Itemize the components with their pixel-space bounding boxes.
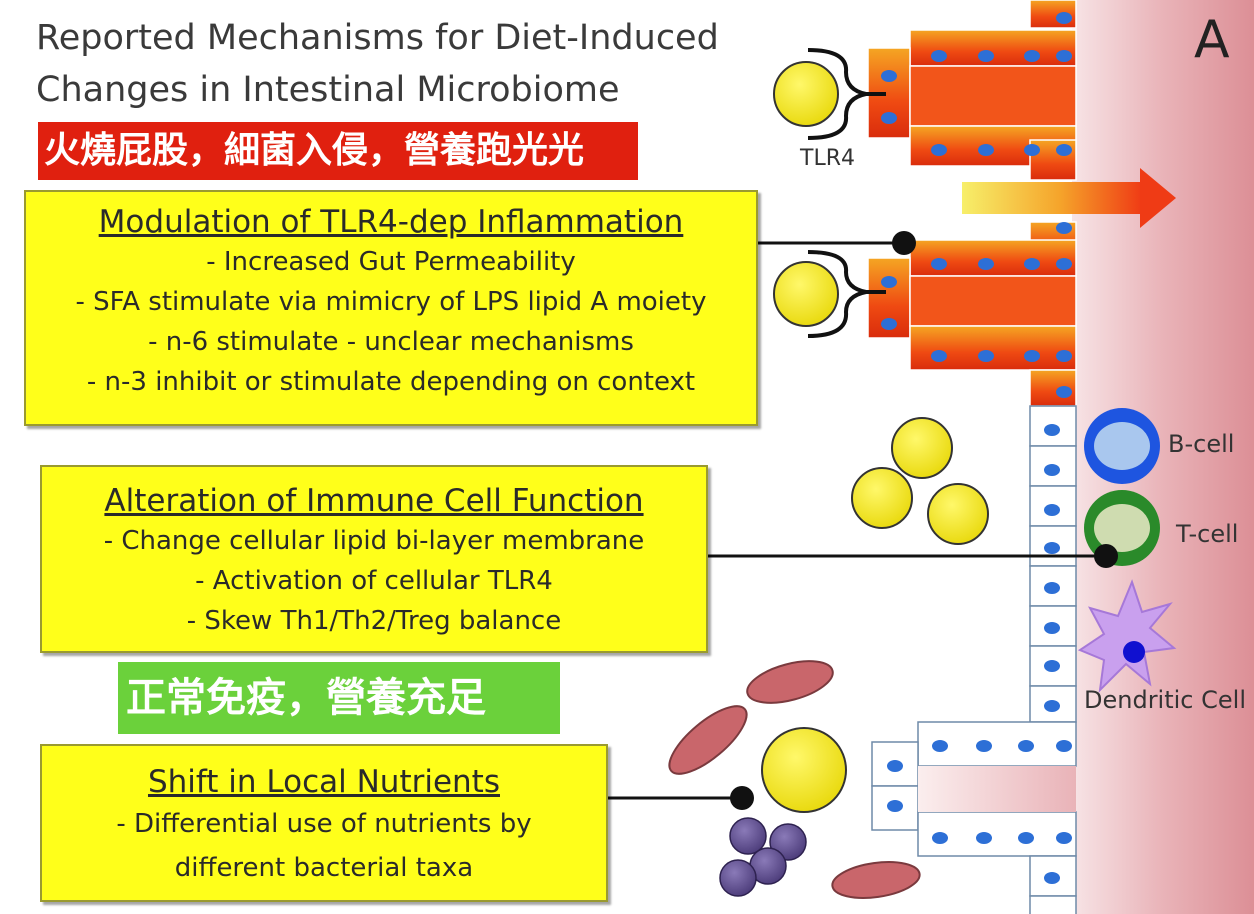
tlr4-receptor-upper: [773, 48, 886, 140]
box-line: - Increased Gut Permeability: [206, 247, 576, 277]
box-line: - n-3 inhibit or stimulate depending on …: [86, 367, 696, 397]
box-line: - n-6 stimulate - unclear mechanisms: [148, 327, 634, 357]
purple-bacteria-cluster: [719, 817, 807, 897]
yellow-bacterium: [761, 727, 847, 813]
inflamed-epithelium-upper: [867, 0, 1077, 181]
figure-title: Reported Mechanisms for Diet-Induced Cha…: [36, 18, 719, 110]
green-annotation-banner: 正常免疫，營養充足: [118, 662, 560, 734]
tlr4-inflammation-box: Modulation of TLR4-dep Inflammation - In…: [24, 190, 758, 426]
box-line: - SFA stimulate via mimicry of LPS lipid…: [75, 287, 707, 317]
box-line: - Change cellular lipid bi-layer membran…: [103, 526, 645, 556]
connector-lines: [608, 241, 1106, 800]
t-cell-label: T-cell: [1176, 520, 1239, 548]
box-line: - Differential use of nutrients by: [116, 809, 532, 839]
rod-bacteria: [668, 660, 921, 899]
b-cell-label: B-cell: [1168, 430, 1235, 458]
box-heading: Modulation of TLR4-dep Inflammation: [98, 204, 684, 240]
permeability-arrow: [962, 168, 1176, 228]
red-annotation-banner: 火燒屁股，細菌入侵，營養跑光光: [38, 122, 638, 180]
inflamed-epithelium-lower: [867, 221, 1077, 407]
box-heading: Alteration of Immune Cell Function: [104, 483, 644, 519]
box-heading: Shift in Local Nutrients: [147, 764, 500, 800]
normal-cell-nuclei: [887, 424, 1072, 884]
box-line: different bacterial taxa: [174, 853, 474, 883]
tlr4-receptor-lower: [773, 250, 886, 338]
box-line: - Activation of cellular TLR4: [195, 566, 553, 596]
dendritic-cell-label: Dendritic Cell: [1084, 686, 1246, 714]
tlr4-label: TLR4: [800, 146, 855, 171]
immune-cell-function-box: Alteration of Immune Cell Function - Cha…: [40, 465, 708, 653]
panel-letter: A: [1194, 10, 1230, 70]
local-nutrients-box: Shift in Local Nutrients - Differential …: [40, 744, 608, 902]
dendritic-cell: [1077, 579, 1177, 693]
connector-dots: [730, 231, 1118, 810]
yellow-bacteria-cluster: [851, 417, 989, 545]
crypt-lumen: [918, 766, 1076, 812]
box-line: - Skew Th1/Th2/Treg balance: [186, 606, 562, 636]
inflamed-cell-nuclei: [881, 12, 1072, 398]
b-cell: [1084, 408, 1160, 484]
